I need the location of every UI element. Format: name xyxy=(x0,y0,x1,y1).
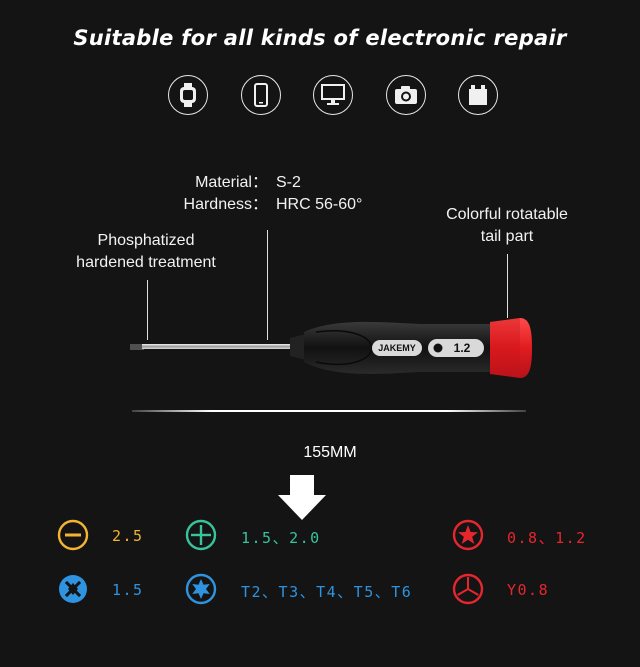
torx-bit-sizes: T2、T3、T4、T5、T6 xyxy=(241,583,413,601)
battery-icon xyxy=(458,75,498,115)
tail-callout-line-1: Colorful rotatable xyxy=(446,206,568,223)
slotted-bit-icon xyxy=(57,519,89,551)
material-value: S-2 xyxy=(276,174,301,191)
shaft-callout: Phosphatized hardened treatment xyxy=(66,230,226,274)
tail-callout-line-2: tail part xyxy=(480,228,534,245)
phillips-bit-sizes: 1.5、2.0 xyxy=(241,529,321,547)
tri-wing-bit-icon xyxy=(452,573,484,605)
shaft-callout-line-2: hardened treatment xyxy=(76,254,216,271)
device-icon-row xyxy=(168,75,498,117)
tail-pointer-line xyxy=(507,254,508,318)
pentalobe-bit-sizes: 0.8、1.2 xyxy=(507,529,587,547)
cross-slot-bit-sizes: 1.5 xyxy=(112,581,144,599)
shaft-pointer-line xyxy=(147,280,148,340)
smartwatch-icon xyxy=(168,75,208,115)
slotted-bit-sizes: 2.5 xyxy=(112,527,144,545)
material-pointer-line xyxy=(267,230,268,340)
handle-bit-size-label: 1.2 xyxy=(453,341,471,355)
down-arrow-icon xyxy=(278,475,326,520)
headline: Suitable for all kinds of electronic rep… xyxy=(73,26,567,50)
cross-slot-bit-icon xyxy=(59,575,87,603)
pentalobe-bit-icon xyxy=(452,519,484,551)
material-label: Material： xyxy=(195,174,268,191)
monitor-icon xyxy=(313,75,353,115)
smartphone-icon xyxy=(240,75,281,115)
camera-icon xyxy=(385,75,426,115)
shaft-callout-line-1: Phosphatized xyxy=(97,232,195,249)
hardness-value: HRC 56-60° xyxy=(276,196,363,213)
tail-callout: Colorful rotatable tail part xyxy=(432,204,582,248)
handle-brand-label: JAKEMY xyxy=(378,343,416,353)
hardness-label: Hardness： xyxy=(183,196,268,213)
length-line xyxy=(132,410,526,412)
screwdriver-image xyxy=(130,318,532,378)
phillips-bit-icon xyxy=(185,519,217,551)
tri-wing-bit-sizes: Y0.8 xyxy=(507,581,550,599)
torx-bit-icon xyxy=(185,573,217,605)
length-dimension: 155MM xyxy=(303,444,357,461)
